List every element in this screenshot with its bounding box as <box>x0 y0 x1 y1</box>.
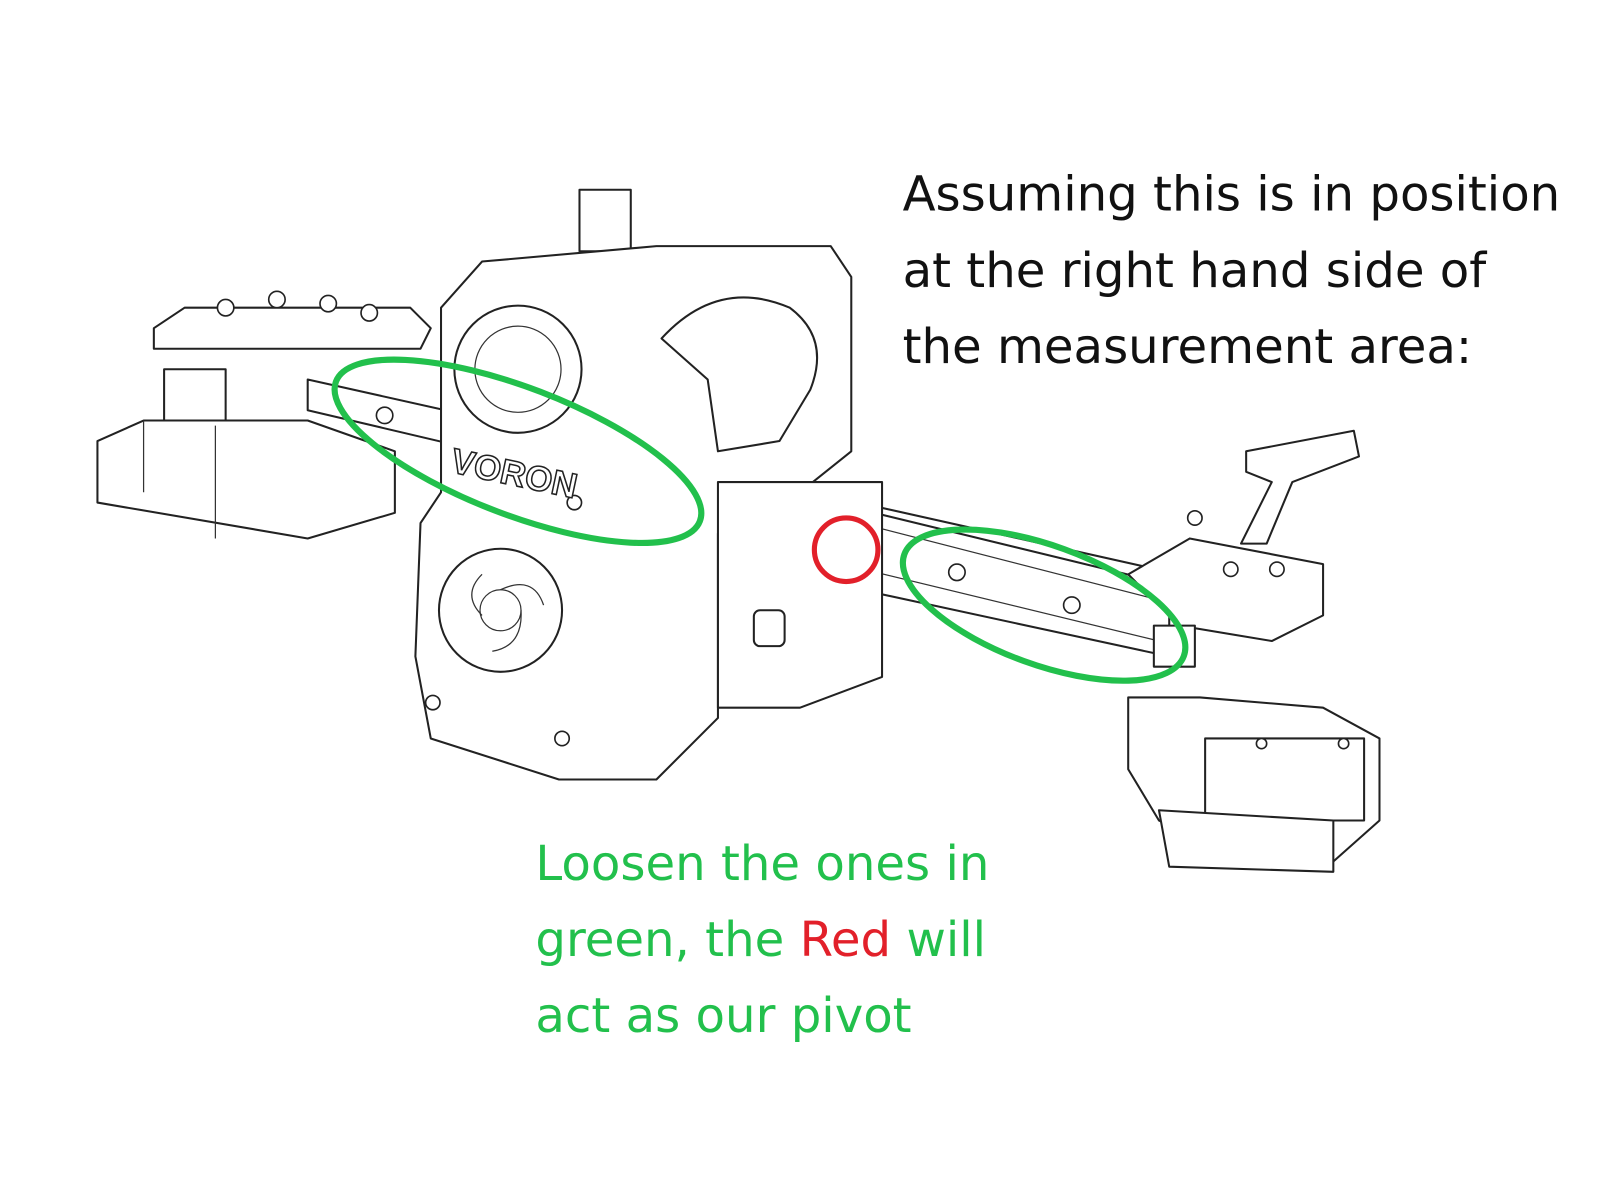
instruction-green-end: will <box>891 912 986 968</box>
green-highlight-left <box>331 356 705 547</box>
green-highlight-right <box>899 526 1189 684</box>
left-idler <box>96 290 432 540</box>
instruction-line-2: green, the Red will <box>535 912 986 968</box>
instruction-green-part: green, the <box>535 912 799 968</box>
instruction-line-1: Loosen the ones in <box>535 836 989 892</box>
heading-text: Assuming this is in position at the righ… <box>903 166 1561 375</box>
instruction-text: Loosen the ones in green, the Red will a… <box>535 836 989 1044</box>
heading-line-2: at the right hand side of <box>903 243 1488 299</box>
instruction-line-3: act as our pivot <box>535 988 911 1044</box>
toolhead: VORON <box>414 188 884 781</box>
red-pivot-highlight <box>811 515 881 585</box>
gantry-drawing: VORON <box>96 188 1381 873</box>
heading-line-3: the measurement area: <box>903 319 1473 375</box>
instruction-red-word: Red <box>800 912 892 968</box>
right-idler <box>1127 429 1381 873</box>
heading-line-1: Assuming this is in position <box>903 166 1561 222</box>
